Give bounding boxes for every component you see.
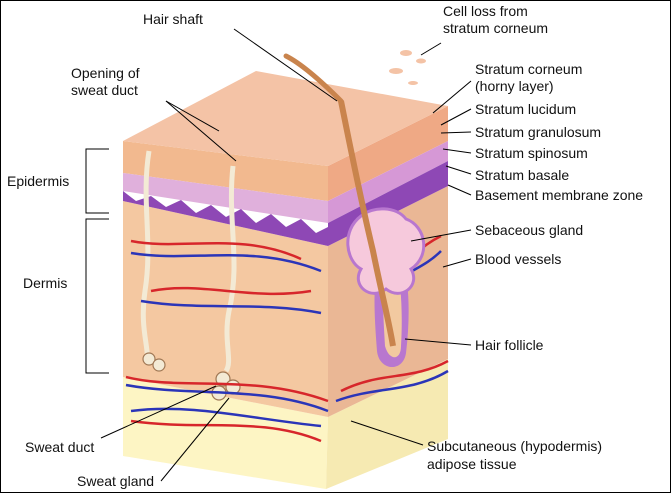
hair-shaft-shape — [283, 53, 344, 104]
label-subcutaneous-2: adipose tissue — [427, 456, 517, 472]
label-blood-vessels: Blood vessels — [475, 251, 562, 267]
cell-loss-flakes — [389, 50, 426, 85]
label-stratum-basale: Stratum basale — [475, 167, 570, 183]
label-stratum-corneum-2: (horny layer) — [475, 78, 554, 94]
label-stratum-spinosum: Stratum spinosum — [475, 145, 588, 161]
basale-front — [123, 191, 328, 246]
hair-root-shape — [338, 100, 396, 347]
leader-lines — [100, 28, 472, 482]
corneum-front — [123, 141, 328, 201]
label-stratum-lucidum: Stratum lucidum — [475, 101, 577, 117]
sweat-duct-left — [140, 150, 152, 364]
label-subcutaneous-1: Subcutaneous (hypodermis) — [427, 438, 603, 454]
label-opening-1: Opening of — [71, 65, 140, 81]
sweat-duct-right — [223, 165, 237, 373]
sebaceous-gland-shape — [346, 207, 426, 295]
subcutis-side — [326, 359, 448, 489]
label-hair-shaft: Hair shaft — [143, 11, 203, 27]
label-sweat-gland: Sweat gland — [77, 473, 155, 489]
spinosum-side — [328, 141, 448, 223]
label-epidermis: Epidermis — [7, 173, 70, 189]
label-stratum-granulosum: Stratum granulosum — [475, 124, 602, 140]
label-opening-2: sweat duct — [71, 82, 138, 98]
label-cell-loss-1: Cell loss from — [443, 3, 528, 19]
label-hair-follicle: Hair follicle — [475, 337, 544, 353]
spinosum-front — [123, 173, 328, 223]
layer-brackets — [85, 148, 109, 374]
label-dermis: Dermis — [23, 275, 68, 291]
label-stratum-corneum-1: Stratum corneum — [475, 61, 583, 77]
label-sebaceous-gland: Sebaceous gland — [475, 222, 584, 238]
label-basement-membrane: Basement membrane zone — [475, 187, 644, 203]
label-sweat-duct: Sweat duct — [25, 439, 95, 455]
skin-surface — [123, 71, 448, 166]
label-cell-loss-2: stratum corneum — [443, 20, 549, 36]
sweat-gland-coil-left — [142, 352, 166, 372]
